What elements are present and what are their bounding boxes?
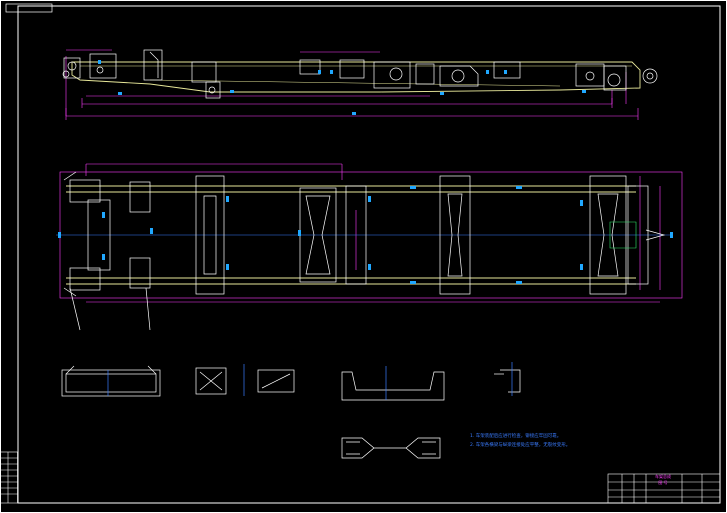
section-d bbox=[494, 362, 521, 396]
section-b bbox=[195, 364, 295, 396]
drawing-frame bbox=[17, 5, 721, 504]
title-block-label: 车架总成 图 号 bbox=[648, 474, 678, 486]
corner-tag-box bbox=[5, 3, 53, 13]
title-block-name: 车架总成 bbox=[655, 474, 671, 479]
section-e bbox=[341, 437, 441, 459]
plan-view bbox=[56, 163, 683, 331]
side-view-rail bbox=[71, 61, 641, 93]
side-view-markers bbox=[98, 60, 586, 115]
technical-notes: 1. 车架装配后应进行检查，铆接应牢固可靠。 2. 车架各横梁与纵梁连接处应平整… bbox=[470, 432, 570, 450]
note-line-1: 1. 车架装配后应进行检查，铆接应牢固可靠。 bbox=[470, 434, 562, 439]
corner-tag bbox=[6, 4, 50, 12]
side-view-brackets bbox=[62, 49, 658, 99]
section-a bbox=[61, 365, 161, 397]
note-line-2: 2. 车架各横梁与纵梁连接处应平整，无裂纹变形。 bbox=[470, 443, 571, 448]
plan-view-green-detail bbox=[609, 221, 637, 249]
title-block bbox=[607, 473, 721, 504]
side-view-dimensions bbox=[65, 49, 639, 120]
plan-view-crossmembers bbox=[63, 171, 666, 331]
title-block-number: 图 号 bbox=[658, 480, 668, 485]
section-c bbox=[341, 366, 445, 401]
plan-view-markers bbox=[58, 186, 673, 284]
side-view bbox=[62, 49, 658, 120]
plan-view-dimensions bbox=[59, 163, 683, 303]
section-details bbox=[61, 362, 521, 459]
left-margin-table bbox=[0, 451, 18, 504]
